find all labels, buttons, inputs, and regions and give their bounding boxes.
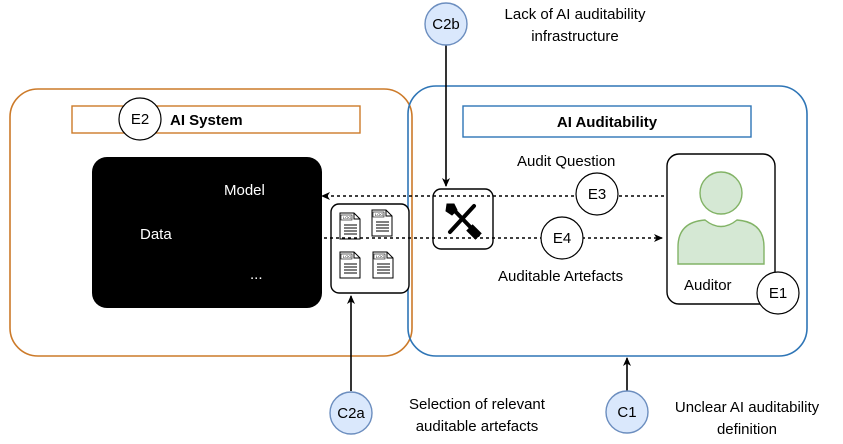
data-label: Data [140, 226, 172, 243]
log-label-3: LOG [343, 254, 351, 259]
challenge-c1 [605, 390, 649, 434]
audit-question-label: Audit Question [517, 153, 615, 170]
artefacts-label: Auditable Artefacts [498, 268, 623, 285]
challenge-c2b-id: C2b [432, 16, 460, 33]
challenge-c1-line2: definition [717, 421, 777, 438]
challenge-c1-line1: Unclear AI auditability [675, 399, 820, 416]
badge-e4-label: E4 [553, 230, 571, 247]
auditor-label: Auditor [684, 277, 732, 294]
person-icon [677, 171, 765, 265]
challenge-c2a-line2: auditable artefacts [416, 418, 539, 435]
auditability-title-box [462, 105, 752, 138]
challenge-c1-id: C1 [617, 404, 636, 421]
challenge-c2b-line2: infrastructure [531, 28, 619, 45]
badge-e1 [756, 271, 800, 315]
challenge-c2a-id: C2a [337, 405, 365, 422]
badge-e3-label: E3 [588, 186, 606, 203]
wrench-screwdriver-icon [445, 203, 482, 240]
badge-e4 [540, 216, 584, 260]
log-label-2: LOG [375, 212, 383, 217]
ai-system-title: AI System [170, 112, 243, 129]
model-data-box [92, 157, 322, 308]
badge-e2 [118, 97, 162, 141]
challenge-c2b-line1: Lack of AI auditability [505, 6, 646, 23]
log-label-4: LOG [376, 254, 384, 259]
badge-e3 [575, 172, 619, 216]
badge-e2-label: E2 [131, 111, 149, 128]
model-label: Model [224, 182, 265, 199]
challenge-c2a [329, 391, 373, 435]
challenge-c2b [424, 2, 468, 46]
ai-system-container [9, 88, 413, 357]
badge-e1-label: E1 [769, 285, 787, 302]
challenge-c2a-line1: Selection of relevant [409, 396, 546, 413]
ellipsis-label: ... [250, 266, 263, 283]
auditability-title: AI Auditability [557, 114, 658, 131]
log-label-1: LOG [343, 215, 351, 220]
